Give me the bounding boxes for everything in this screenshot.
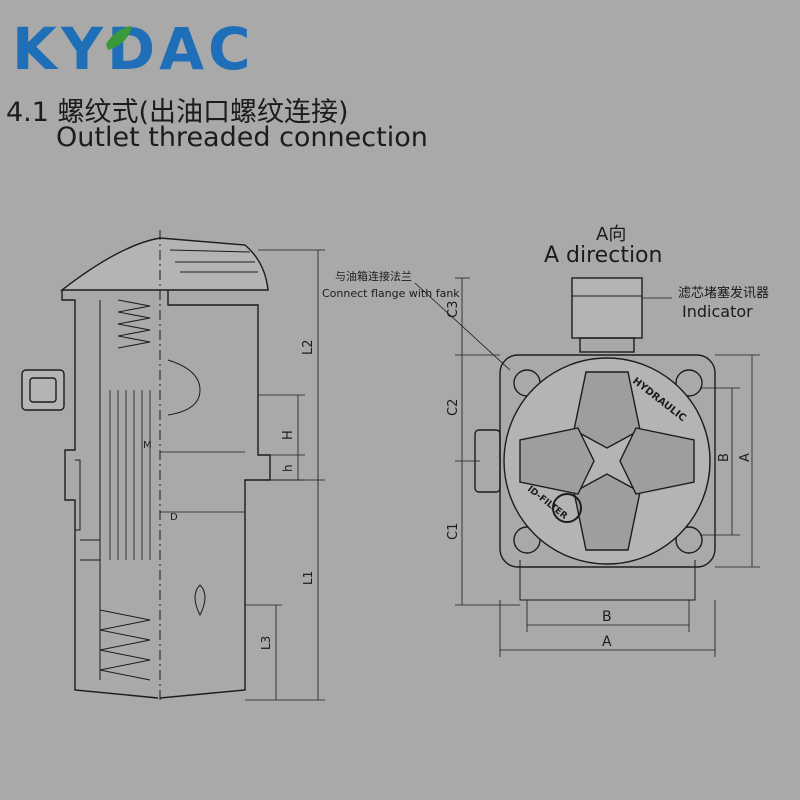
- a-direction-cn: A向: [596, 224, 626, 245]
- dim-m: M: [143, 440, 152, 451]
- flange-label-cn: 与油箱连接法兰: [335, 269, 412, 283]
- indicator-label-cn: 滤芯堵塞发讯器: [678, 285, 769, 301]
- dim-a-horizontal: A: [602, 634, 612, 650]
- dim-l2: L2: [301, 339, 316, 355]
- dim-b-vertical: B: [717, 453, 732, 462]
- dim-l1: L1: [301, 571, 315, 585]
- left-dimension-labels: L2 H h M D L1 L3: [143, 339, 316, 650]
- brand-logo: KYDAC: [12, 14, 252, 84]
- right-top-view: [414, 277, 760, 657]
- dim-c1: C1: [446, 523, 461, 540]
- dim-d: D: [170, 512, 178, 523]
- brand-mark-icon: [552, 493, 582, 523]
- dim-c2: C2: [446, 399, 461, 416]
- dim-h-lower: h: [281, 464, 295, 472]
- dim-l3: L3: [259, 636, 273, 650]
- flange-label-en: Connect flange with fank: [322, 287, 460, 300]
- dim-b-horizontal: B: [602, 609, 612, 625]
- a-direction-en: A direction: [544, 243, 662, 268]
- dim-a-vertical: A: [738, 453, 753, 462]
- dim-c3: C3: [446, 301, 461, 318]
- section-subtitle: Outlet threaded connection: [56, 122, 428, 153]
- section-heading: 4.1 螺纹式(出油口螺纹连接): [6, 97, 349, 128]
- dim-h-upper: H: [281, 430, 296, 440]
- right-labels: A向 A direction 与油箱连接法兰 Connect flange wi…: [322, 224, 769, 650]
- indicator-label-en: Indicator: [682, 302, 753, 321]
- leaf-icon: [106, 26, 132, 50]
- left-section-view: [21, 230, 325, 701]
